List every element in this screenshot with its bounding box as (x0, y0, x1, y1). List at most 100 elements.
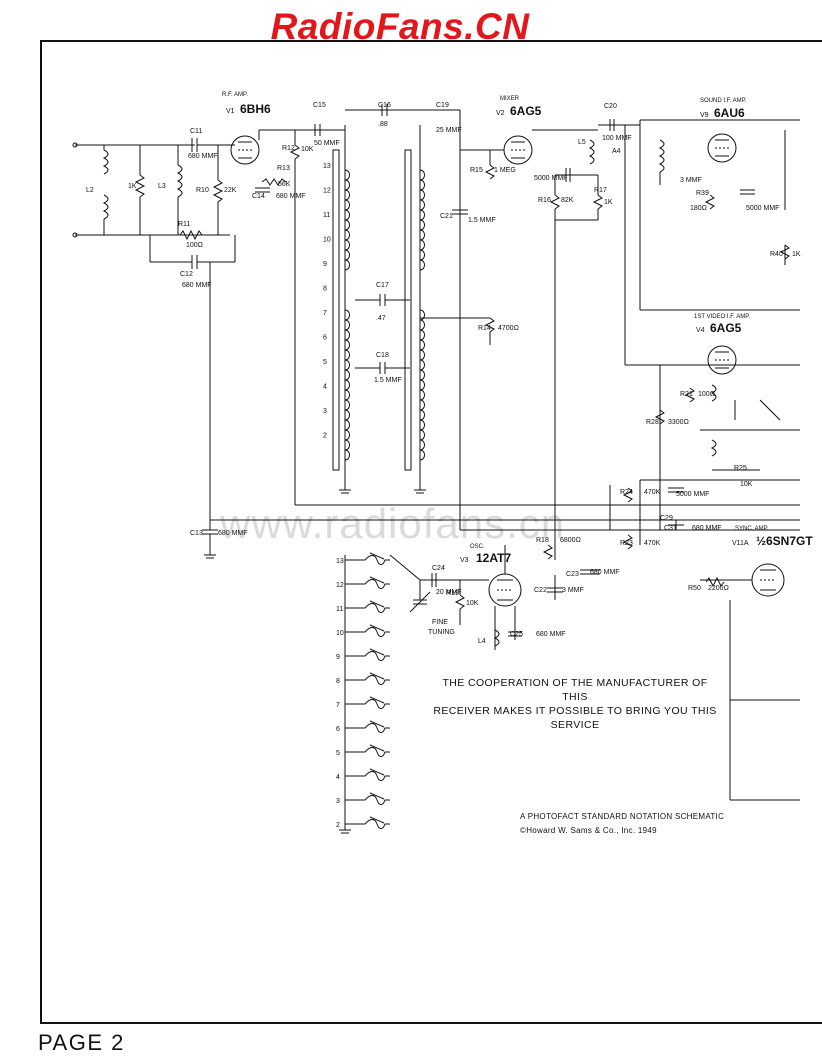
c15-ref: C15 (313, 102, 326, 109)
c21-value: 1.5 MMF (468, 217, 496, 224)
r24-ref: R24 (620, 489, 633, 496)
osc-coil (345, 648, 390, 661)
c16-ref: C16 (378, 102, 391, 109)
tuner-channel-label: 10 (323, 237, 331, 244)
r11-ref: R11 (178, 221, 190, 228)
osc-channel-label: 10 (336, 630, 344, 637)
c24-value: 20 MMF (436, 589, 462, 596)
tuner-channel-label: 4 (323, 384, 327, 391)
schematic-drawing: R.F. AMP. V1 6BH6 MIXER V2 6AG5 OSC. V3 … (72, 92, 813, 834)
tuner-channel-label: 5 (323, 359, 327, 366)
osc-channel-label: 11 (336, 606, 343, 613)
tuner-channel-label: 3 (323, 408, 327, 415)
osc-channel-label: 3 (336, 798, 340, 805)
c16-value: .88 (378, 121, 388, 128)
notation-title: A PHOTOFACT STANDARD NOTATION SCHEMATIC (520, 812, 725, 821)
schematic-frame (40, 40, 822, 1024)
background-watermark: www.radiofans.cn (220, 500, 566, 547)
r12-ref: R12 (282, 145, 295, 152)
v2-caption: MIXER (500, 96, 520, 102)
c51-value: 5000 MMF (746, 205, 779, 212)
r40-ref: R40 (770, 251, 783, 258)
c50-value: 3 MMF (680, 177, 702, 184)
osc-coil (345, 696, 390, 709)
c20-ref: C20 (604, 103, 617, 110)
r28-ref: R28 (646, 419, 659, 426)
v11-type: ½6SN7GT (756, 534, 813, 548)
l4-ref: L4 (478, 638, 486, 645)
r39-value: 180Ω (690, 205, 707, 212)
c19-value: 25 MMF (436, 127, 462, 134)
v3-type: 12AT7 (476, 551, 511, 565)
v9-caption: SOUND I.F. AMP. (700, 98, 747, 104)
c29-value: 5000 MMF (676, 491, 709, 498)
osc-coil (345, 720, 390, 733)
c25-ref: C25 (510, 631, 523, 638)
v4-ref: V4 (696, 327, 705, 334)
r50-value: 2200Ω (708, 585, 729, 592)
a4-ref: A4 (612, 148, 621, 155)
c29-ref: C29 (660, 515, 673, 522)
v9-ref: V9 (700, 112, 709, 119)
r19-value: 10K (466, 600, 479, 607)
tuner-channel-label: 12 (323, 188, 331, 195)
c22-value: 3 MMF (562, 587, 584, 594)
c17-ref: C17 (376, 282, 389, 289)
tuner-channel-label: 13 (323, 163, 331, 170)
c13-value: 680 MMF (218, 530, 248, 537)
tuner-channel-label: 7 (323, 310, 327, 317)
osc-coil (345, 600, 390, 613)
c12-value: 680 MMF (182, 282, 212, 289)
osc-channel-label: 8 (336, 678, 340, 685)
r19-ref: R19 (446, 590, 459, 597)
fine-tuning-label-1: FINE (432, 619, 448, 626)
l3-ref: L3 (158, 183, 166, 190)
osc-coil (345, 672, 390, 685)
c31-value: 680 MMF (692, 525, 722, 532)
c14-value: 680 MMF (276, 193, 306, 200)
tuner-channel-label: 11 (323, 212, 330, 219)
osc-coil (345, 624, 390, 637)
c23-value: 680 MMF (590, 569, 620, 576)
tuner-channel-label: 6 (323, 335, 327, 342)
r28-value: 3300Ω (668, 419, 689, 426)
r16-value: 82K (561, 197, 574, 204)
r25-value: 10K (740, 481, 753, 488)
input-resistor-value: 1K (128, 183, 137, 190)
r21-ref: R21 (680, 391, 693, 398)
c21-ref: C21 (440, 213, 453, 220)
cooperation-line-1: THE COOPERATION OF THE MANUFACTURER OF T… (442, 677, 708, 703)
c15-value: 50 MMF (314, 140, 340, 147)
osc-channel-label: 12 (336, 582, 344, 589)
c20-value: 100 MMF (602, 135, 632, 142)
osc-channel-label: 6 (336, 726, 340, 733)
c17-value: .47 (376, 315, 386, 322)
r16-ref: R16 (538, 197, 551, 204)
r24-value: 470K (644, 489, 661, 496)
r40-value: 1K (792, 251, 801, 258)
fine-tuning-label-2: TUNING (428, 629, 455, 636)
r39-ref: R39 (696, 190, 709, 197)
tuner-channel-label: 2 (323, 433, 327, 440)
cooperation-line-2: RECEIVER MAKES IT POSSIBLE TO BRING YOU … (433, 705, 717, 731)
osc-coil (345, 744, 390, 757)
v9-type: 6AU6 (714, 106, 745, 120)
r13-value: 56K (278, 181, 291, 188)
c24-ref: C24 (432, 565, 445, 572)
v1-ref: V1 (226, 108, 235, 115)
c25-value: 680 MMF (536, 631, 566, 638)
c11-value: 680 MMF (188, 153, 218, 160)
r11-value: 100Ω (186, 242, 203, 249)
cooperation-notice: THE COOPERATION OF THE MANUFACTURER OF T… (430, 676, 720, 732)
osc-coil (345, 816, 390, 829)
v3-caption: OSC. (470, 544, 485, 550)
c19-ref: C19 (436, 102, 449, 109)
osc-channel-label: 7 (336, 702, 340, 709)
tuner-channel-label: 9 (323, 261, 327, 268)
v3-ref: V3 (460, 557, 469, 564)
tuner-channel-label: 8 (323, 286, 327, 293)
osc-coil (345, 768, 390, 781)
v11-caption: SYNC. AMP. (735, 526, 769, 532)
r13-ref: R13 (277, 165, 290, 172)
r14-value: 4700Ω (498, 325, 519, 332)
